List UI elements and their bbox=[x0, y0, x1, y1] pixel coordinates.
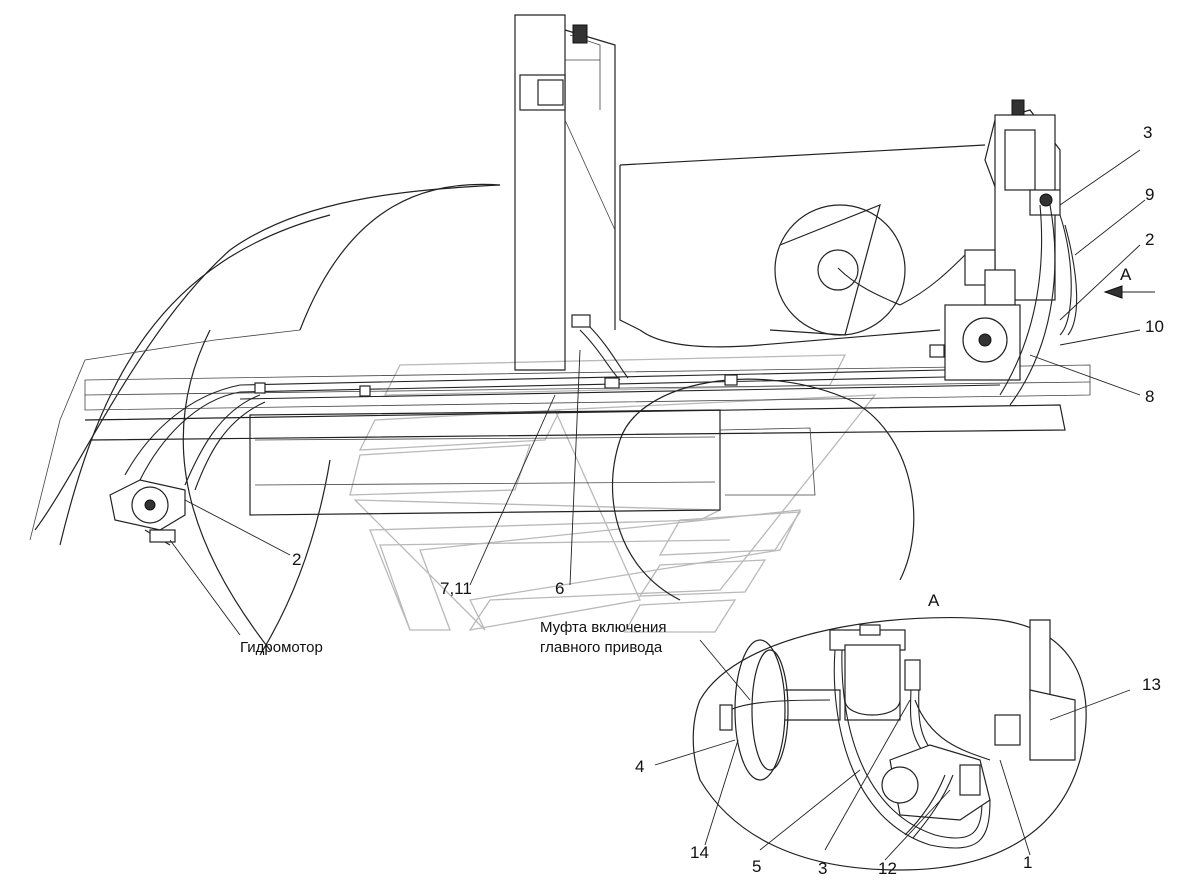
watermark-logo bbox=[349, 354, 877, 633]
callout-3: 3 bbox=[1143, 123, 1153, 142]
view-a-arrow bbox=[1103, 285, 1155, 299]
hose-bundle bbox=[124, 314, 1001, 491]
hydromotor bbox=[109, 479, 186, 546]
callout-12: 12 bbox=[878, 859, 897, 878]
callout-4: 4 bbox=[635, 757, 645, 776]
caption-clutch-line1: Муфта включения bbox=[540, 619, 667, 636]
view-a-detail bbox=[692, 616, 1087, 871]
callout-1: 1 bbox=[1023, 853, 1033, 872]
machine-outline bbox=[29, 144, 1091, 656]
callout-13: 13 bbox=[1142, 675, 1161, 694]
callout-2-left: 2 bbox=[292, 550, 302, 569]
hydraulic-tank bbox=[944, 99, 1078, 406]
callout-14: 14 bbox=[690, 843, 709, 862]
caption-hydromotor: Гидромотор bbox=[240, 639, 323, 656]
callout-5: 5 bbox=[752, 857, 762, 876]
callout-3-view-a: 3 bbox=[818, 859, 828, 878]
callout-2: 2 bbox=[1145, 230, 1155, 249]
callout-9: 9 bbox=[1145, 185, 1155, 204]
callout-6: 6 bbox=[555, 579, 565, 598]
view-a-marker: А bbox=[1120, 265, 1132, 284]
leader-lines bbox=[169, 149, 1146, 861]
callout-8: 8 bbox=[1145, 387, 1155, 406]
caption-clutch-line2: главного привода bbox=[540, 639, 663, 656]
cab-column bbox=[514, 14, 616, 371]
callout-7-11: 7,11 bbox=[440, 579, 472, 598]
drum-pulley bbox=[769, 203, 971, 336]
view-a-title: А bbox=[928, 591, 940, 610]
callout-10: 10 bbox=[1145, 317, 1164, 336]
